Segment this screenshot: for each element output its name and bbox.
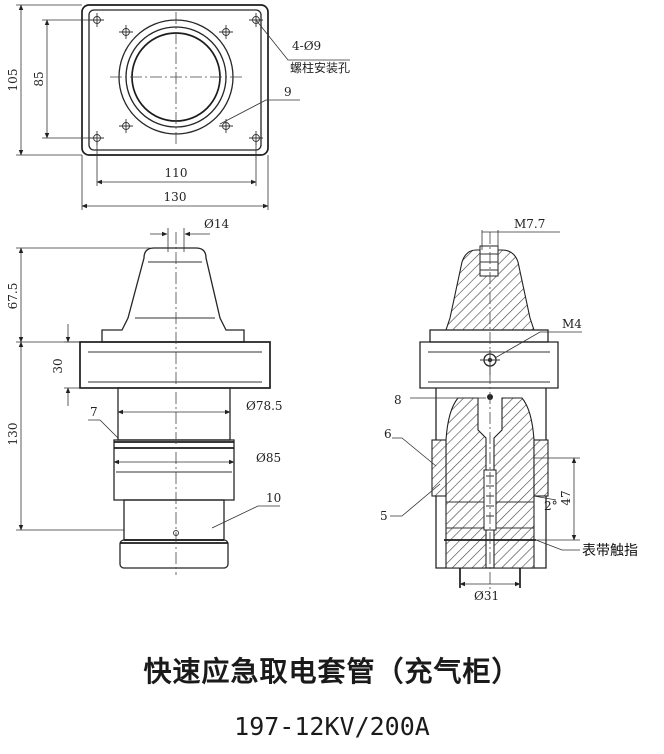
hole-note-label: 螺柱安装孔 — [290, 60, 350, 75]
model-number: 197-12KV/200A — [234, 712, 430, 741]
dim-angle: 2° — [533, 495, 558, 513]
dim-110-label: 110 — [165, 166, 188, 180]
side-flange — [79, 341, 271, 389]
top-centerline — [110, 12, 242, 146]
callout-7: 7 — [88, 405, 119, 439]
callout-8: 8 — [394, 393, 486, 407]
hole-callout: 4-Ø9 螺柱安装孔 — [255, 19, 350, 75]
contact-callout: 表带触指 — [535, 539, 638, 559]
dim-105-label: 105 — [6, 69, 20, 92]
callout-5: 5 — [380, 483, 441, 523]
dim-130-label: 130 — [164, 190, 187, 204]
side-body — [113, 387, 235, 569]
dim-m7-7-label: M7.7 — [514, 217, 545, 231]
callout-5-label: 5 — [380, 509, 388, 523]
dim-m7-7: M7.7 — [481, 217, 560, 250]
dim-130-height: 130 — [6, 341, 124, 531]
insulator-cone — [101, 247, 245, 343]
callout-6: 6 — [384, 427, 437, 467]
dim-47-label: 47 — [559, 490, 573, 505]
callout-7-label: 7 — [90, 405, 98, 419]
hole-spec-label: 4-Ø9 — [292, 39, 321, 53]
dim-105: 105 — [6, 4, 82, 156]
dim-85: 85 — [32, 19, 93, 139]
top-view: 105 85 110 130 4-Ø9 螺柱安装孔 9 — [6, 4, 350, 210]
product-title: 快速应急取电套管（充气柜） — [143, 655, 521, 688]
dim-130: 130 — [81, 155, 269, 210]
callout-9: 9 — [219, 85, 300, 125]
callout-9-label: 9 — [284, 85, 292, 99]
callout-6-label: 6 — [384, 427, 392, 441]
mounting-flange-plate — [81, 4, 269, 156]
section-flange — [419, 329, 559, 389]
dim-phi78-5: Ø78.5 — [117, 399, 283, 415]
mounting-holes — [90, 13, 263, 145]
dim-phi14-label: Ø14 — [204, 217, 229, 231]
dim-67-5: 67.5 — [6, 247, 150, 343]
dim-phi85: Ø85 — [113, 451, 281, 465]
dim-phi31: Ø31 — [459, 581, 521, 603]
dim-110: 110 — [96, 142, 257, 186]
dim-85-label: 85 — [32, 71, 46, 86]
dim-angle-label: 2° — [544, 499, 558, 513]
dim-30: 30 — [51, 324, 118, 406]
callout-8-label: 8 — [394, 393, 402, 407]
section-view: M7.7 M4 8 6 5 47 2° 表带触指 — [380, 217, 638, 603]
dim-47: 47 — [534, 457, 580, 541]
callout-10: 10 — [211, 491, 281, 529]
section-body — [431, 388, 549, 588]
contact-note-label: 表带触指 — [582, 543, 638, 559]
dim-phi14: Ø14 — [150, 217, 229, 252]
dim-phi85-label: Ø85 — [256, 451, 281, 465]
callout-m4: M4 — [494, 317, 582, 359]
dim-67-5-label: 67.5 — [6, 283, 20, 310]
callout-10-label: 10 — [266, 491, 281, 505]
dim-30-label: 30 — [51, 358, 65, 373]
callout-m4-label: M4 — [562, 317, 582, 331]
side-view: Ø14 67.5 30 130 Ø78.5 Ø85 7 — [6, 217, 283, 575]
dim-phi78-5-label: Ø78.5 — [246, 399, 283, 413]
dim-phi31-label: Ø31 — [474, 589, 499, 603]
dim-130-height-label: 130 — [6, 423, 20, 446]
